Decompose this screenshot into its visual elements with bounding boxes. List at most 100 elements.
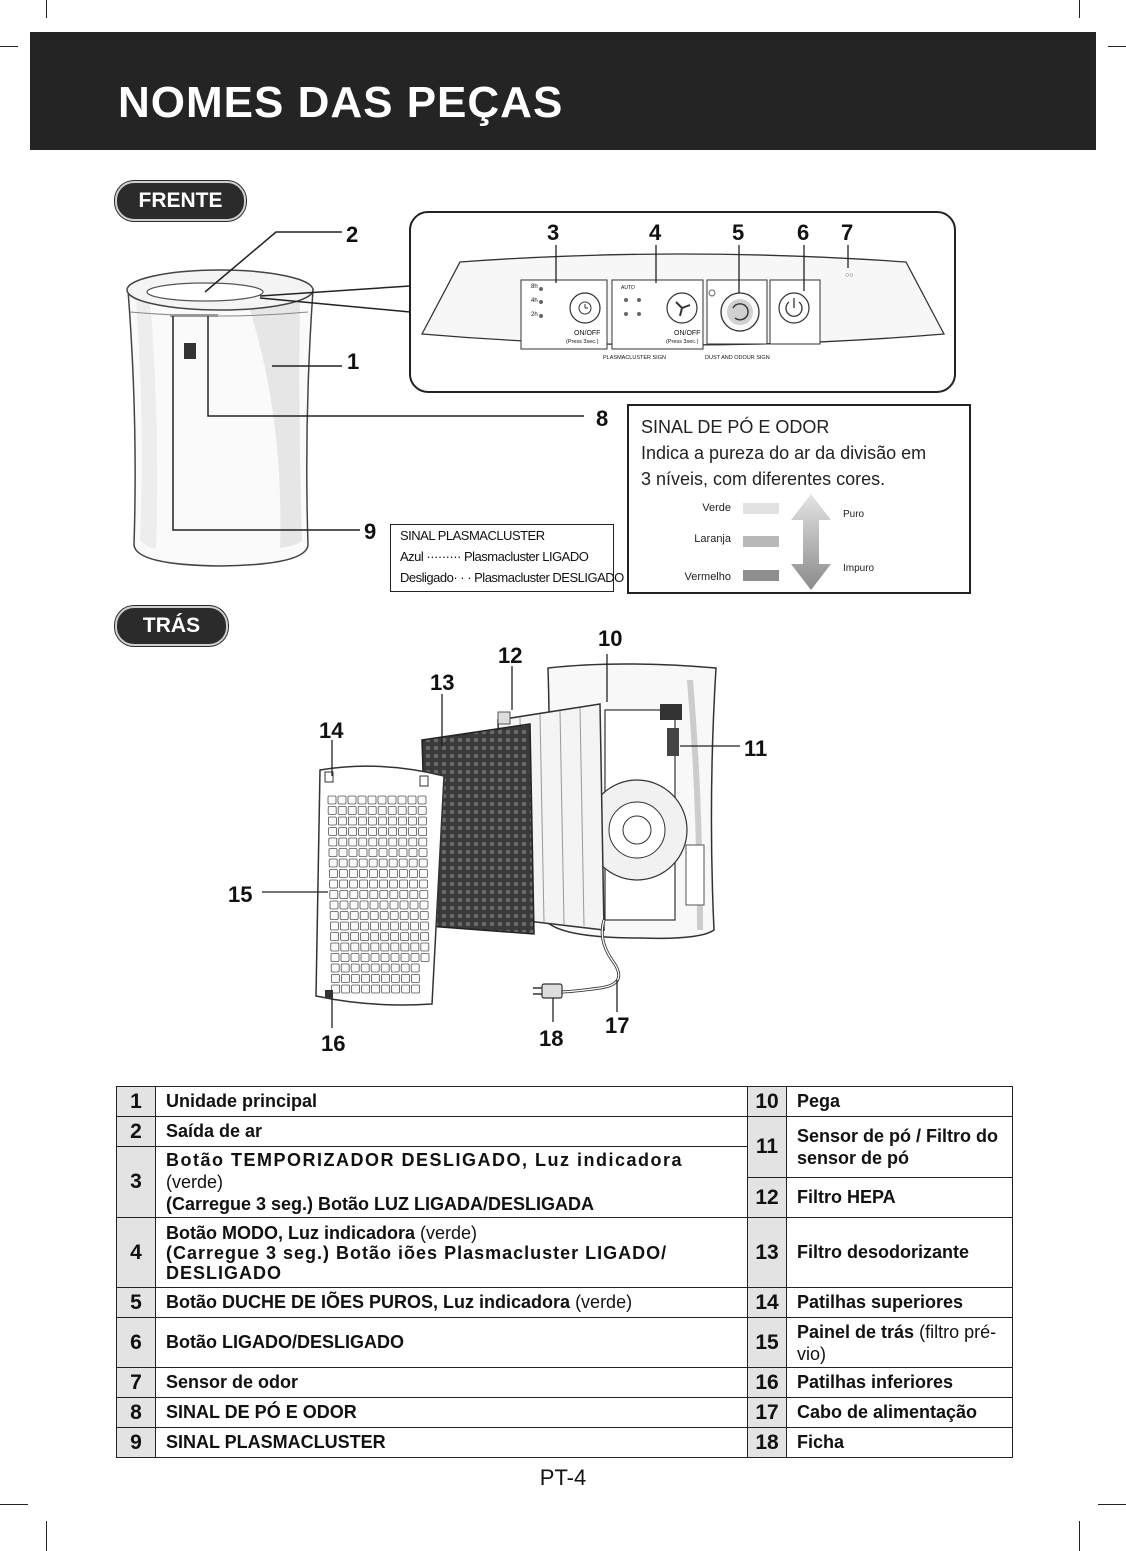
part-name: Patilhas inferiores (786, 1367, 1013, 1398)
panel-hole (407, 816, 417, 826)
panel-hole (370, 953, 380, 962)
panel-hole (398, 869, 408, 878)
level-label-green: Verde (702, 502, 731, 514)
panel-hole (329, 911, 339, 920)
panel-hole (398, 827, 408, 836)
crop-mark (46, 0, 47, 18)
panel-hole (398, 837, 408, 847)
back-diagram (262, 654, 740, 1028)
level-swatch-orange (743, 536, 779, 547)
panel-hole (367, 816, 377, 826)
panel-hole (337, 806, 347, 815)
panel-hole (360, 942, 370, 952)
section-label-back: TRÁS (115, 606, 228, 646)
crop-mark (46, 1521, 47, 1551)
panel-hole (370, 974, 380, 983)
panel-hole (408, 827, 418, 836)
panel-hole (388, 858, 398, 868)
panel-hole (377, 816, 387, 826)
dust-sign-desc-2: 3 níveis, com diferentes cores. (641, 469, 886, 489)
dust-sign-text: SINAL DE PÓ E ODOR Indica a pureza do ar… (641, 414, 926, 492)
logo-badge (184, 343, 196, 359)
part-name: Sensor de pó / Filtro do sensor de pó (786, 1116, 1013, 1178)
panel-hole (348, 827, 358, 836)
callout-10: 10 (598, 626, 623, 651)
panel-hole (418, 848, 428, 857)
part-number: 14 (747, 1287, 787, 1318)
part-name: Patilhas superiores (786, 1287, 1013, 1318)
part-number: 6 (116, 1317, 156, 1368)
panel-hole (368, 827, 378, 836)
panel-hole (349, 900, 359, 910)
panel-hole (358, 869, 368, 878)
panel-hole (339, 911, 349, 920)
panel-hole (360, 932, 370, 941)
panel-hole (360, 963, 370, 973)
panel-hole (347, 795, 357, 805)
panel-hole (339, 879, 349, 889)
panel-hole (348, 848, 358, 857)
panel-hole (388, 869, 398, 878)
panel-hole (379, 921, 389, 931)
panel-hole (397, 795, 407, 805)
table-row: 7 Sensor de odor 16 Patilhas inferiores (116, 1367, 1013, 1398)
panel-hole (328, 837, 338, 847)
panel-hole (329, 921, 339, 931)
panel-hole (338, 827, 348, 836)
plasma-sign-line-2: Desligado· · · Plasmacluster DESLIGADO (400, 570, 624, 585)
part-number: 3 (116, 1146, 156, 1218)
panel-hole (380, 932, 390, 941)
purity-arrow-icon (791, 494, 831, 590)
callout-8: 8 (596, 406, 609, 431)
panel-hole (400, 942, 410, 952)
panel-hole (340, 953, 350, 962)
panel-hole (369, 900, 379, 910)
panel-hole (327, 795, 337, 805)
part-name: Cabo de alimentação (786, 1397, 1013, 1428)
panel-hole (408, 848, 418, 857)
callout-18: 18 (539, 1026, 564, 1051)
panel-hole (330, 953, 340, 962)
part-name: Filtro desodorizante (786, 1217, 1013, 1288)
table-row: 9 SINAL PLASMACLUSTER 18 Ficha (116, 1427, 1013, 1458)
panel-hole (410, 942, 420, 952)
panel-hole (388, 848, 398, 857)
panel-hole (328, 869, 338, 878)
panel-hole (390, 932, 400, 941)
panel-hole (387, 816, 397, 826)
panel-hole (361, 984, 371, 994)
panel-hole (348, 837, 358, 847)
panel-hole (409, 921, 419, 931)
purifier-body-shade (250, 300, 302, 548)
panel-hole (368, 869, 378, 878)
panel-hole (339, 890, 349, 899)
mode-caption-press: (Press 3sec.) (666, 339, 699, 345)
timer-caption-press: (Press 3sec.) (566, 339, 599, 345)
panel-hole (398, 848, 408, 857)
panel-hole (329, 890, 339, 899)
callout-6: 6 (797, 220, 810, 245)
callout-17: 17 (605, 1013, 630, 1038)
panel-hole (400, 963, 410, 973)
plug (541, 983, 563, 999)
panel-hole (410, 963, 420, 973)
part-description: Painel de trás (filtro pré-vio) (786, 1317, 1013, 1368)
panel-hole (358, 858, 368, 868)
panel-hole (419, 911, 429, 920)
panel-hole (347, 806, 357, 815)
part-number: 11 (747, 1116, 787, 1178)
panel-hole (350, 953, 360, 962)
panel-hole (408, 858, 418, 868)
panel-hole (370, 963, 380, 973)
panel-hole (378, 827, 388, 836)
panel-hole (409, 900, 419, 910)
part-name: Sensor de odor (155, 1367, 748, 1398)
part-name: Botão TEMPORIZADOR DESLIGADO, Luz indica… (166, 1150, 684, 1170)
panel-hole (408, 869, 418, 878)
panel-hole (410, 974, 420, 983)
panel-hole (350, 963, 360, 973)
callout-15: 15 (228, 882, 253, 907)
panel-hole (379, 911, 389, 920)
part-name: Botão MODO, Luz indicadora (166, 1222, 416, 1243)
part-name: Painel de trás (797, 1321, 915, 1342)
